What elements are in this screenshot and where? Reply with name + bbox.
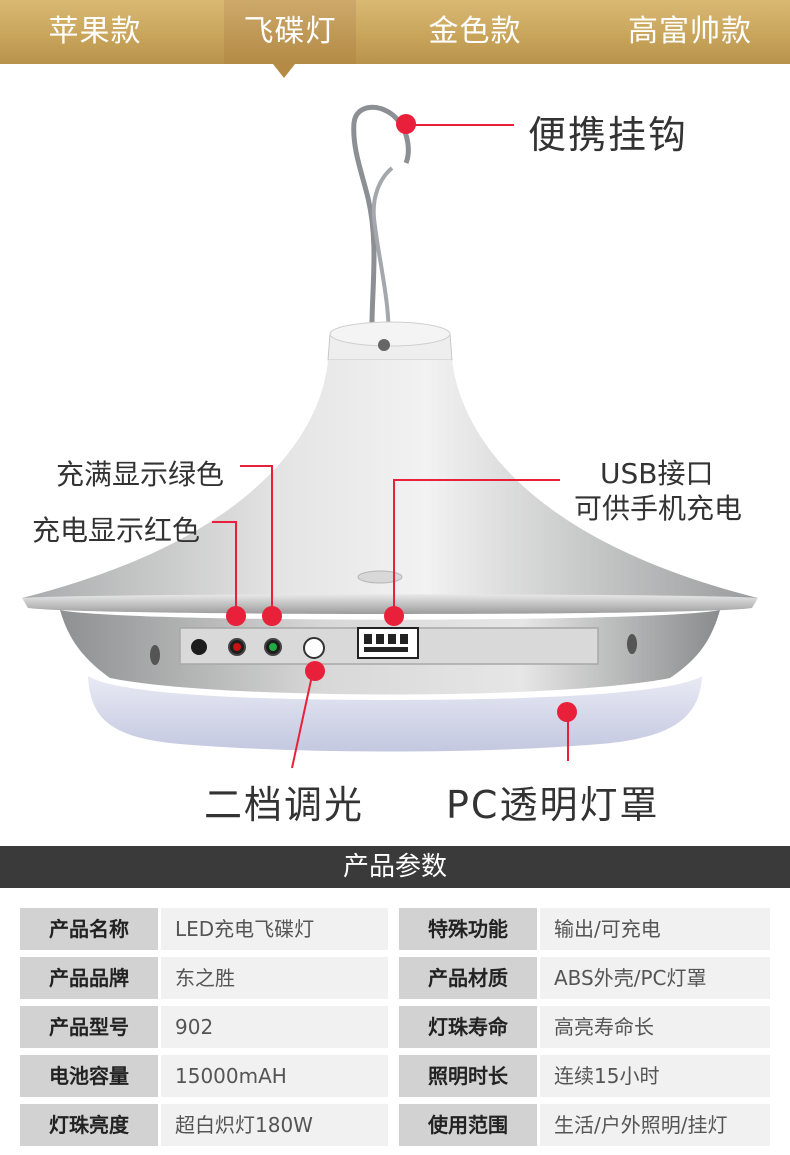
product-illustration: 便携挂钩 充满显示绿色 充电显示红色 USB接口 可供手机充电 二档调光 PC透… xyxy=(0,78,790,838)
active-tab-pointer xyxy=(273,64,295,78)
callout-two-level-dimming: 二档调光 xyxy=(204,783,365,827)
callout-charging-red: 充电显示红色 xyxy=(32,514,201,547)
params-row: 电池容量 15000mAH 照明时长 连续15小时 xyxy=(20,1055,770,1097)
params-row: 灯珠亮度 超白炽灯180W 使用范围 生活/户外照明/挂灯 xyxy=(20,1104,770,1146)
callout-pc-transparent-cover: PC透明灯罩 xyxy=(446,783,660,827)
callout-usb-port: USB接口 xyxy=(600,457,714,490)
param-value: 超白炽灯180W xyxy=(161,1104,388,1146)
callout-charged-green: 充满显示绿色 xyxy=(56,458,225,491)
params-row: 产品名称 LED充电飞碟灯 特殊功能 输出/可充电 xyxy=(20,908,770,950)
tab-ufo-lamp[interactable]: 飞碟灯 xyxy=(224,0,356,64)
style-tab-bar: 苹果款 飞碟灯 金色款 高富帅款 xyxy=(0,0,790,64)
param-label: 灯珠亮度 xyxy=(20,1104,158,1146)
param-value: 生活/户外照明/挂灯 xyxy=(540,1104,770,1146)
tab-premium-style[interactable]: 高富帅款 xyxy=(628,14,752,49)
param-value: 输出/可充电 xyxy=(540,908,770,950)
param-label: 特殊功能 xyxy=(399,908,537,950)
param-label: 产品型号 xyxy=(20,1006,158,1048)
ufo-lamp-image xyxy=(22,104,758,769)
callout-portable-hook: 便携挂钩 xyxy=(528,113,689,157)
tab-apple-style[interactable]: 苹果款 xyxy=(48,14,142,49)
param-label: 电池容量 xyxy=(20,1055,158,1097)
param-value: 902 xyxy=(161,1006,388,1048)
callout-usb-charge-phone: 可供手机充电 xyxy=(574,492,743,525)
hook-wire xyxy=(351,104,411,351)
tab-gold-style[interactable]: 金色款 xyxy=(428,14,522,49)
param-value: 东之胜 xyxy=(161,957,388,999)
param-label: 灯珠寿命 xyxy=(399,1006,537,1048)
param-value: 连续15小时 xyxy=(540,1055,770,1097)
param-label: 产品材质 xyxy=(399,957,537,999)
param-value: LED充电飞碟灯 xyxy=(161,908,388,950)
params-section-header: 产品参数 xyxy=(0,846,790,888)
params-row: 产品型号 902 灯珠寿命 高亮寿命长 xyxy=(20,1006,770,1048)
param-value: 高亮寿命长 xyxy=(540,1006,770,1048)
param-label: 使用范围 xyxy=(399,1104,537,1146)
param-label: 照明时长 xyxy=(399,1055,537,1097)
params-row: 产品品牌 东之胜 产品材质 ABS外壳/PC灯罩 xyxy=(20,957,770,999)
param-value: ABS外壳/PC灯罩 xyxy=(540,957,770,999)
param-label: 产品名称 xyxy=(20,908,158,950)
param-label: 产品品牌 xyxy=(20,957,158,999)
param-value: 15000mAH xyxy=(161,1055,388,1097)
